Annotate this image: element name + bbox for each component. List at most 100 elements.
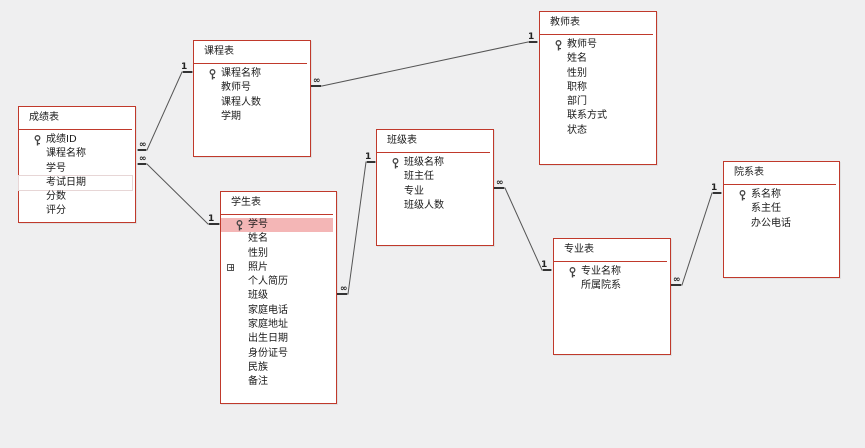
field-name: 个人简历	[248, 276, 288, 288]
field-list-student: 学号 姓名 性别 + 照片 个人简历 班级 家庭电话 家庭地址 出生日期 身份证…	[221, 215, 336, 390]
field-row[interactable]: 个人简历	[221, 275, 333, 289]
relation-line-major-dept[interactable]	[670, 192, 722, 286]
cardinality-many-student-class: ∞	[340, 284, 348, 294]
table-score[interactable]: 成绩表 成绩ID 课程名称 学号 考试日期 分数 评分	[18, 106, 136, 223]
table-teacher[interactable]: 教师表 教师号 姓名 性别 职称 部门 联系方式 状态	[539, 11, 657, 165]
field-row[interactable]: 职称	[540, 81, 653, 95]
field-row[interactable]: 部门	[540, 95, 653, 109]
relation-line-student-class[interactable]	[336, 161, 376, 295]
key-icon	[392, 158, 399, 169]
field-list-class: 班级名称 班主任 专业 班级人数	[377, 153, 493, 213]
table-major[interactable]: 专业表 专业名称 所属院系	[553, 238, 671, 355]
field-name: 学期	[221, 110, 241, 122]
cardinality-many-score-course: ∞	[139, 140, 147, 150]
table-title-student[interactable]: 学生表	[221, 192, 333, 215]
field-row[interactable]: 系主任	[724, 202, 836, 216]
key-icon	[34, 135, 41, 146]
key-icon	[236, 220, 243, 231]
field-row[interactable]: 专业名称	[554, 265, 667, 279]
table-class[interactable]: 班级表 班级名称 班主任 专业 班级人数	[376, 129, 494, 246]
field-row[interactable]: 班级名称	[377, 156, 490, 170]
field-name: 专业名称	[581, 266, 621, 277]
field-row-selected[interactable]: 考试日期	[18, 174, 133, 192]
table-course[interactable]: 课程表 课程名称 教师号 课程人数 学期	[193, 40, 311, 157]
plus-box-icon[interactable]: +	[227, 262, 235, 272]
table-dept[interactable]: 院系表 系名称 系主任 办公电话	[723, 161, 840, 278]
field-name: 民族	[248, 361, 268, 373]
field-row[interactable]: 课程名称	[19, 147, 132, 161]
field-name: 性别	[567, 67, 587, 79]
field-row[interactable]: 教师号	[540, 38, 653, 52]
field-row[interactable]: 办公电话	[724, 217, 836, 231]
field-row[interactable]: 学号	[19, 162, 132, 176]
field-row[interactable]: 学期	[194, 110, 307, 124]
cardinality-many-class-major: ∞	[496, 178, 504, 188]
field-name: 办公电话	[751, 217, 791, 229]
field-row[interactable]: 姓名	[221, 232, 333, 246]
field-row[interactable]: 身份证号	[221, 347, 333, 361]
field-row[interactable]: 课程名称	[194, 67, 307, 81]
field-row[interactable]: 课程人数	[194, 96, 307, 110]
field-list-major: 专业名称 所属院系	[554, 262, 670, 294]
field-row[interactable]: 备注	[221, 375, 333, 389]
table-title-course[interactable]: 课程表	[194, 41, 307, 64]
field-name: 学号	[46, 162, 66, 174]
field-row[interactable]: 家庭地址	[221, 318, 333, 332]
field-row[interactable]: 联系方式	[540, 109, 653, 123]
field-name: 课程名称	[221, 68, 261, 79]
field-name: 姓名	[567, 53, 587, 65]
field-name: 备注	[248, 376, 268, 388]
field-row[interactable]: + 照片	[221, 261, 333, 275]
field-row-highlighted[interactable]: 学号	[221, 218, 333, 233]
field-row[interactable]: 专业	[377, 185, 490, 199]
cardinality-one-major: 1	[541, 260, 547, 270]
field-row[interactable]: 教师号	[194, 81, 307, 95]
field-row[interactable]: 分数	[19, 190, 132, 204]
field-row[interactable]: 系名称	[724, 188, 836, 202]
cardinality-one-student: 1	[208, 214, 214, 224]
table-title-dept[interactable]: 院系表	[724, 162, 836, 185]
field-name: 状态	[567, 124, 587, 136]
field-row[interactable]: 成绩ID	[19, 133, 132, 147]
key-icon	[569, 267, 576, 278]
cardinality-one-course: 1	[181, 62, 187, 72]
field-row[interactable]: 家庭电话	[221, 304, 333, 318]
table-student[interactable]: 学生表 学号 姓名 性别 + 照片 个人简历 班级 家庭电话 家庭地址 出生日期…	[220, 191, 337, 404]
field-name: 照片	[248, 261, 268, 273]
field-row[interactable]: 班级	[221, 289, 333, 303]
relation-line-score-student[interactable]	[137, 163, 220, 225]
field-name: 考试日期	[46, 176, 86, 188]
table-title-teacher[interactable]: 教师表	[540, 12, 653, 35]
field-name: 教师号	[221, 82, 251, 94]
field-row[interactable]: 所属院系	[554, 279, 667, 293]
field-row[interactable]: 班级人数	[377, 199, 490, 213]
field-name: 职称	[567, 81, 587, 93]
field-row[interactable]: 状态	[540, 124, 653, 138]
field-name: 系名称	[751, 189, 781, 200]
relation-line-class-major[interactable]	[493, 187, 552, 271]
key-icon	[739, 190, 746, 201]
cardinality-many-major-dept: ∞	[673, 275, 681, 285]
field-row[interactable]: 评分	[19, 204, 132, 218]
relation-line-score-course[interactable]	[137, 71, 193, 151]
field-name: 班主任	[404, 171, 434, 183]
relation-line-course-teacher[interactable]	[310, 41, 538, 87]
field-row[interactable]: 出生日期	[221, 332, 333, 346]
field-name: 班级	[248, 290, 268, 302]
field-list-teacher: 教师号 姓名 性别 职称 部门 联系方式 状态	[540, 35, 656, 138]
table-title-score[interactable]: 成绩表	[19, 107, 132, 130]
field-row[interactable]: 性别	[221, 247, 333, 261]
field-name: 出生日期	[248, 333, 288, 345]
field-list-course: 课程名称 教师号 课程人数 学期	[194, 64, 310, 124]
key-icon	[209, 69, 216, 80]
field-row[interactable]: 民族	[221, 361, 333, 375]
cardinality-one-teacher: 1	[528, 32, 534, 42]
field-name: 性别	[248, 247, 268, 259]
field-row[interactable]: 姓名	[540, 52, 653, 66]
field-row[interactable]: 班主任	[377, 170, 490, 184]
field-name: 联系方式	[567, 110, 607, 122]
field-name: 课程名称	[46, 148, 86, 160]
table-title-class[interactable]: 班级表	[377, 130, 490, 153]
field-row[interactable]: 性别	[540, 67, 653, 81]
table-title-major[interactable]: 专业表	[554, 239, 667, 262]
